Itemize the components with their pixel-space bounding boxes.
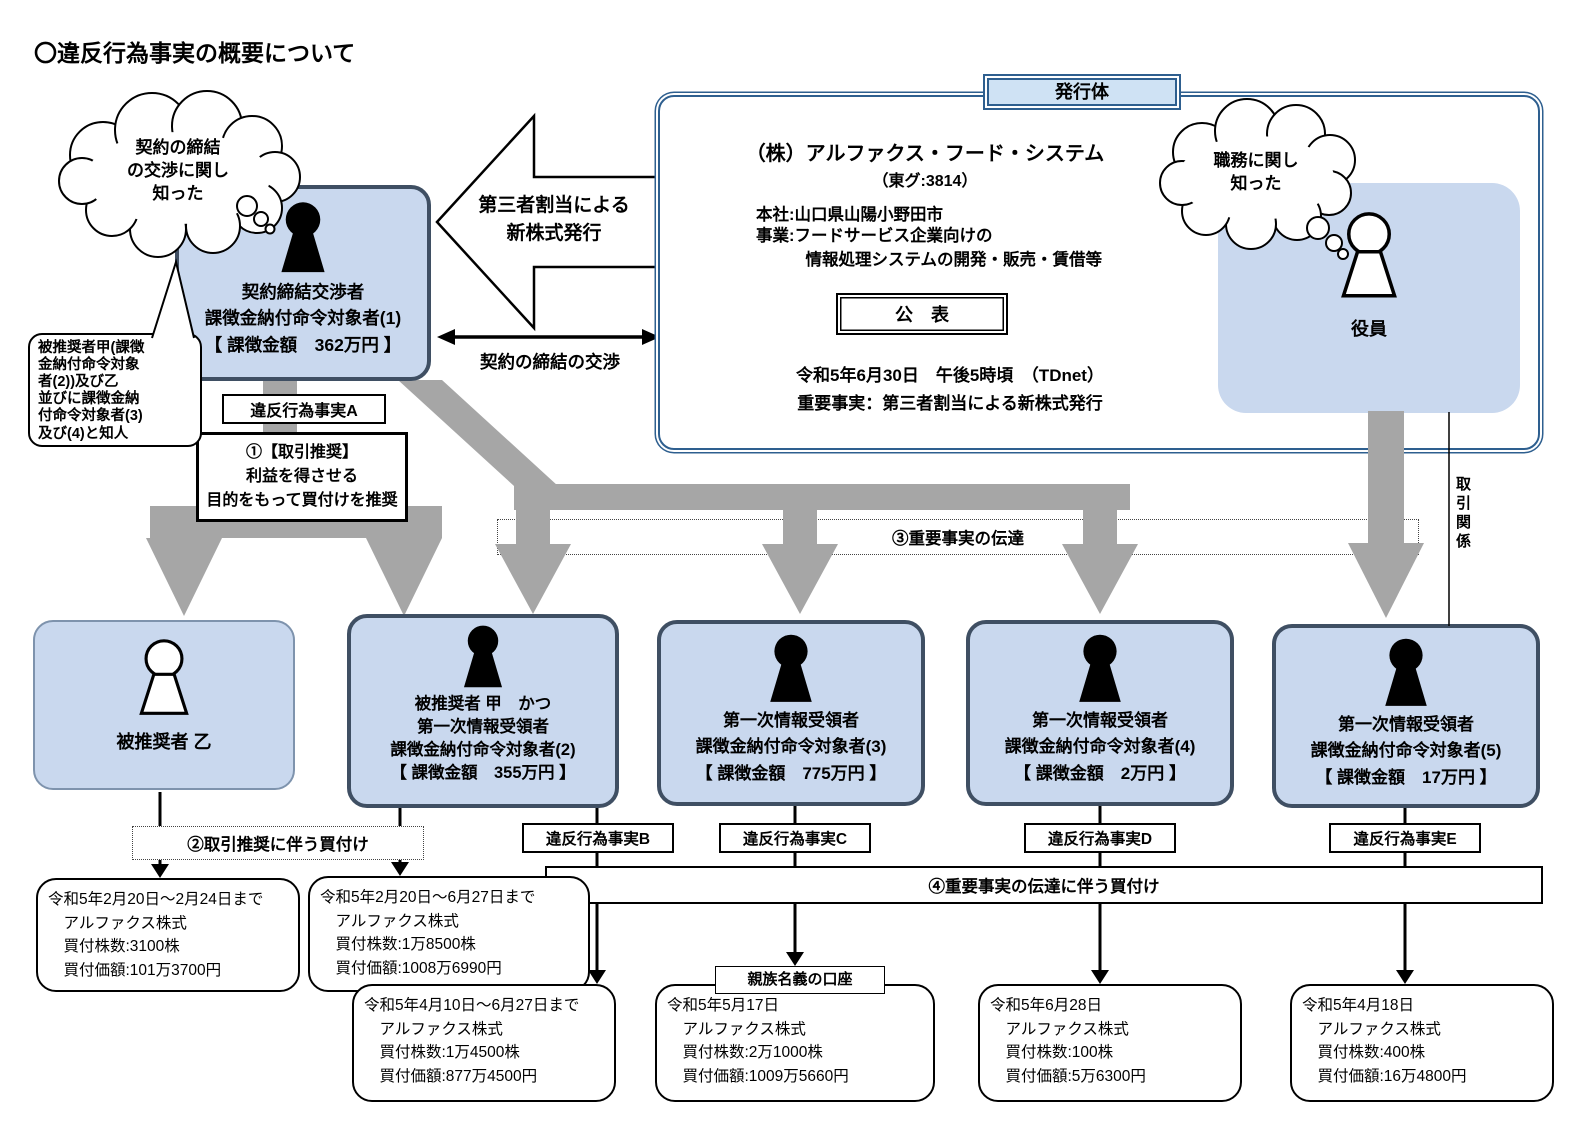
person-icon (770, 634, 812, 702)
recommend-purchase-band: ②取引推奨に伴う買付け (132, 826, 424, 860)
negotiation-double-arrow (437, 329, 660, 345)
person-outline-icon (1341, 212, 1397, 298)
right-thought-dots-icon (1306, 216, 1349, 260)
right-cloud-text: 職務に関し 知った (1213, 151, 1299, 193)
person-label: 被推奨者 甲 かつ 第一次情報受領者 課徴金納付命令対象者(2) 【 課徴金額 … (390, 695, 576, 783)
person-icon (1385, 638, 1427, 706)
company-hq: 本社:山口県山陽小野田市 (756, 206, 943, 224)
person-outline-icon (139, 639, 189, 715)
negotiator-label: 契約締結交渉者 課徴金納付命令対象者(1) 【 課徴金額 362万円 】 (204, 282, 402, 355)
left-thought-dots-icon (236, 195, 276, 235)
material-fact: 重要事実：第三者割当による新株式発行 (797, 394, 1103, 413)
note-bubble-pointer (151, 258, 195, 339)
purchase-box: 令和5年2月20日～6月27日まで アルファクス株式 買付株数:1万8500株 … (308, 876, 590, 992)
violation-a-tag: 違反行為事実A (222, 394, 386, 424)
violation-tag-e: 違反行為事実E (1329, 823, 1481, 853)
person-icon (1079, 634, 1121, 702)
purchase-box: 令和5年4月18日 アルファクス株式 買付株数:400株 買付価額:16万480… (1290, 984, 1554, 1102)
person-label: 第一次情報受領者 課徴金納付命令対象者(4) 【 課徴金額 2万円 】 (1004, 711, 1196, 783)
person-label: 被推奨者 乙 (116, 732, 212, 752)
person-box-recipient-3: 第一次情報受領者 課徴金納付命令対象者(3) 【 課徴金額 775万円 】 (657, 620, 925, 806)
trade-relation-label: 取引関係 (1454, 476, 1471, 552)
left-cloud-text: 契約の締結 の交渉に関し 知った (127, 138, 229, 203)
negotiation-arrow-label: 契約の締結の交渉 (480, 352, 620, 372)
company-business: 事業:フードサービス企業向けの 情報処理システムの開発・販売・賃借等 (756, 227, 1103, 269)
transmission-band: ③重要事実の伝達 (497, 519, 1419, 555)
person-box-kou: 被推奨者 甲 かつ 第一次情報受領者 課徴金納付命令対象者(2) 【 課徴金額 … (347, 614, 619, 808)
purchase-arrowheads (151, 862, 1414, 984)
relative-account-label: 親族名義の口座 (715, 966, 885, 994)
company-ticker: （東グ:3814） (872, 173, 978, 190)
purchase-box: 令和5年2月20日～2月24日まで アルファクス株式 買付株数:3100株 買付… (36, 878, 300, 992)
transmission-purchase-band: ④重要事実の伝達に伴う買付け (545, 866, 1543, 904)
disclosure-time: 令和5年6月30日 午後5時頃 （TDnet） (796, 366, 1104, 385)
person-box-otsu: 被推奨者 乙 (33, 620, 295, 790)
negotiator-box: 契約締結交渉者 課徴金納付命令対象者(1) 【 課徴金額 362万円 】 (175, 185, 431, 381)
person-box-recipient-4: 第一次情報受領者 課徴金納付命令対象者(4) 【 課徴金額 2万円 】 (966, 620, 1234, 806)
left-thought-cloud (58, 90, 301, 258)
purchase-box: 令和5年5月17日 アルファクス株式 買付株数:2万1000株 買付価額:100… (655, 984, 935, 1102)
person-box-recipient-5: 第一次情報受領者 課徴金納付命令対象者(5) 【 課徴金額 17万円 】 (1272, 624, 1540, 808)
disclosure-box: 公 表 (836, 293, 1008, 335)
block-arrow-label: 第三者割当による 新株式発行 (478, 195, 630, 244)
person-icon (281, 202, 325, 273)
note-bubble: 被推奨者甲(課徴 金納付命令対象 者(2))及び乙 並びに課徴金納 付命令対象者… (28, 333, 202, 447)
person-label: 第一次情報受領者 課徴金納付命令対象者(3) 【 課徴金額 775万円 】 (695, 711, 887, 783)
violation-a-desc: ①【取引推奨】 利益を得させる 目的をもって買付けを推奨 (196, 432, 408, 522)
violation-tag-c: 違反行為事実C (719, 823, 871, 853)
violation-tag-d: 違反行為事実D (1024, 823, 1176, 853)
company-name: （株）アルファクス・フード・システム (745, 143, 1105, 165)
violation-tag-b: 違反行為事実B (522, 823, 674, 853)
issuer-tab: 発行体 (983, 74, 1181, 110)
person-icon (463, 625, 503, 688)
officer-label: 役員 (1351, 319, 1387, 339)
officer-transmission-arrow (1348, 411, 1424, 618)
page-title: 〇違反行為事実の概要について (34, 40, 356, 66)
purchase-box: 令和5年6月28日 アルファクス株式 買付株数:100株 買付価額:5万6300… (978, 984, 1242, 1102)
person-label: 第一次情報受領者 課徴金納付命令対象者(5) 【 課徴金額 17万円 】 (1310, 715, 1502, 787)
purchase-box: 令和5年4月10日～6月27日まで アルファクス株式 買付株数:1万4500株 … (352, 984, 616, 1102)
